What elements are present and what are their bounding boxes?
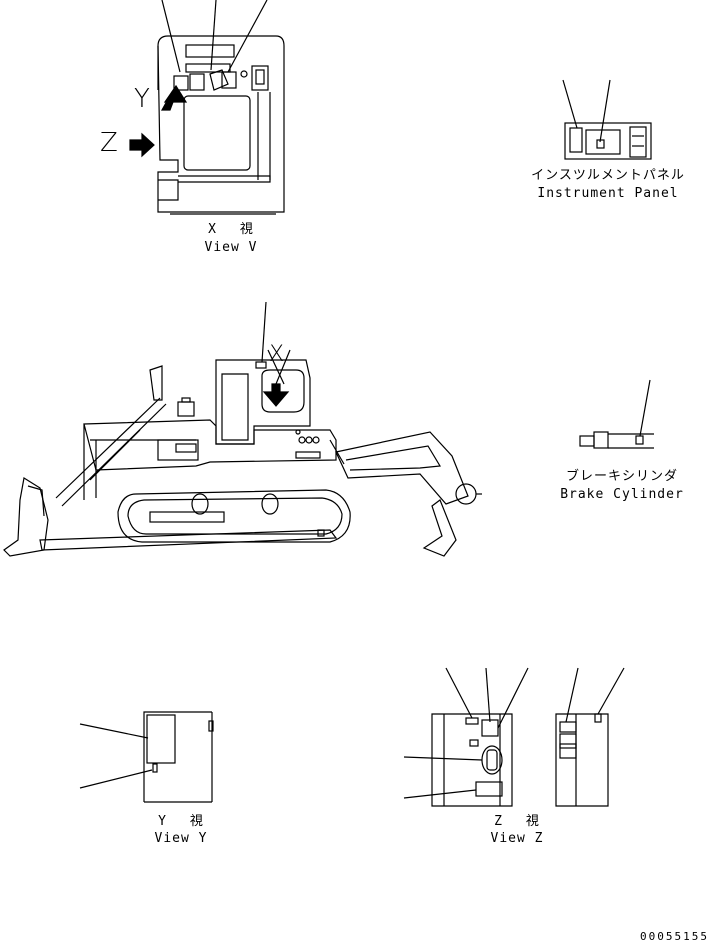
view-x-title-jp: X 視	[208, 222, 254, 237]
bulldozer-drawing	[3, 301, 482, 557]
instrument-panel-title-en: Instrument Panel	[537, 186, 679, 201]
arrow-y-label: Y	[134, 84, 150, 114]
view-y-title-jp: Y 視	[158, 814, 204, 829]
instrument-panel-title-jp: インスツルメントパネル	[531, 168, 685, 183]
brake-cylinder-drawing	[579, 379, 654, 449]
instrument-panel-drawing	[562, 79, 652, 160]
view-z-drawing	[403, 667, 625, 807]
view-z-title-jp: Z 視	[494, 814, 540, 829]
arrow-z-label: Z	[100, 128, 118, 158]
drawing-number: 00055155	[640, 930, 709, 943]
view-z-title-en: View Z	[490, 831, 544, 846]
brake-cylinder-title-jp: ブレーキシリンダ	[565, 469, 678, 484]
view-x-title-en: View V	[204, 240, 258, 255]
view-x-drawing	[129, 0, 285, 215]
main-x-marker: X	[269, 342, 285, 367]
view-y-title-en: View Y	[154, 831, 208, 846]
brake-cylinder-title-en: Brake Cylinder	[560, 487, 684, 502]
view-y-drawing	[79, 711, 214, 803]
